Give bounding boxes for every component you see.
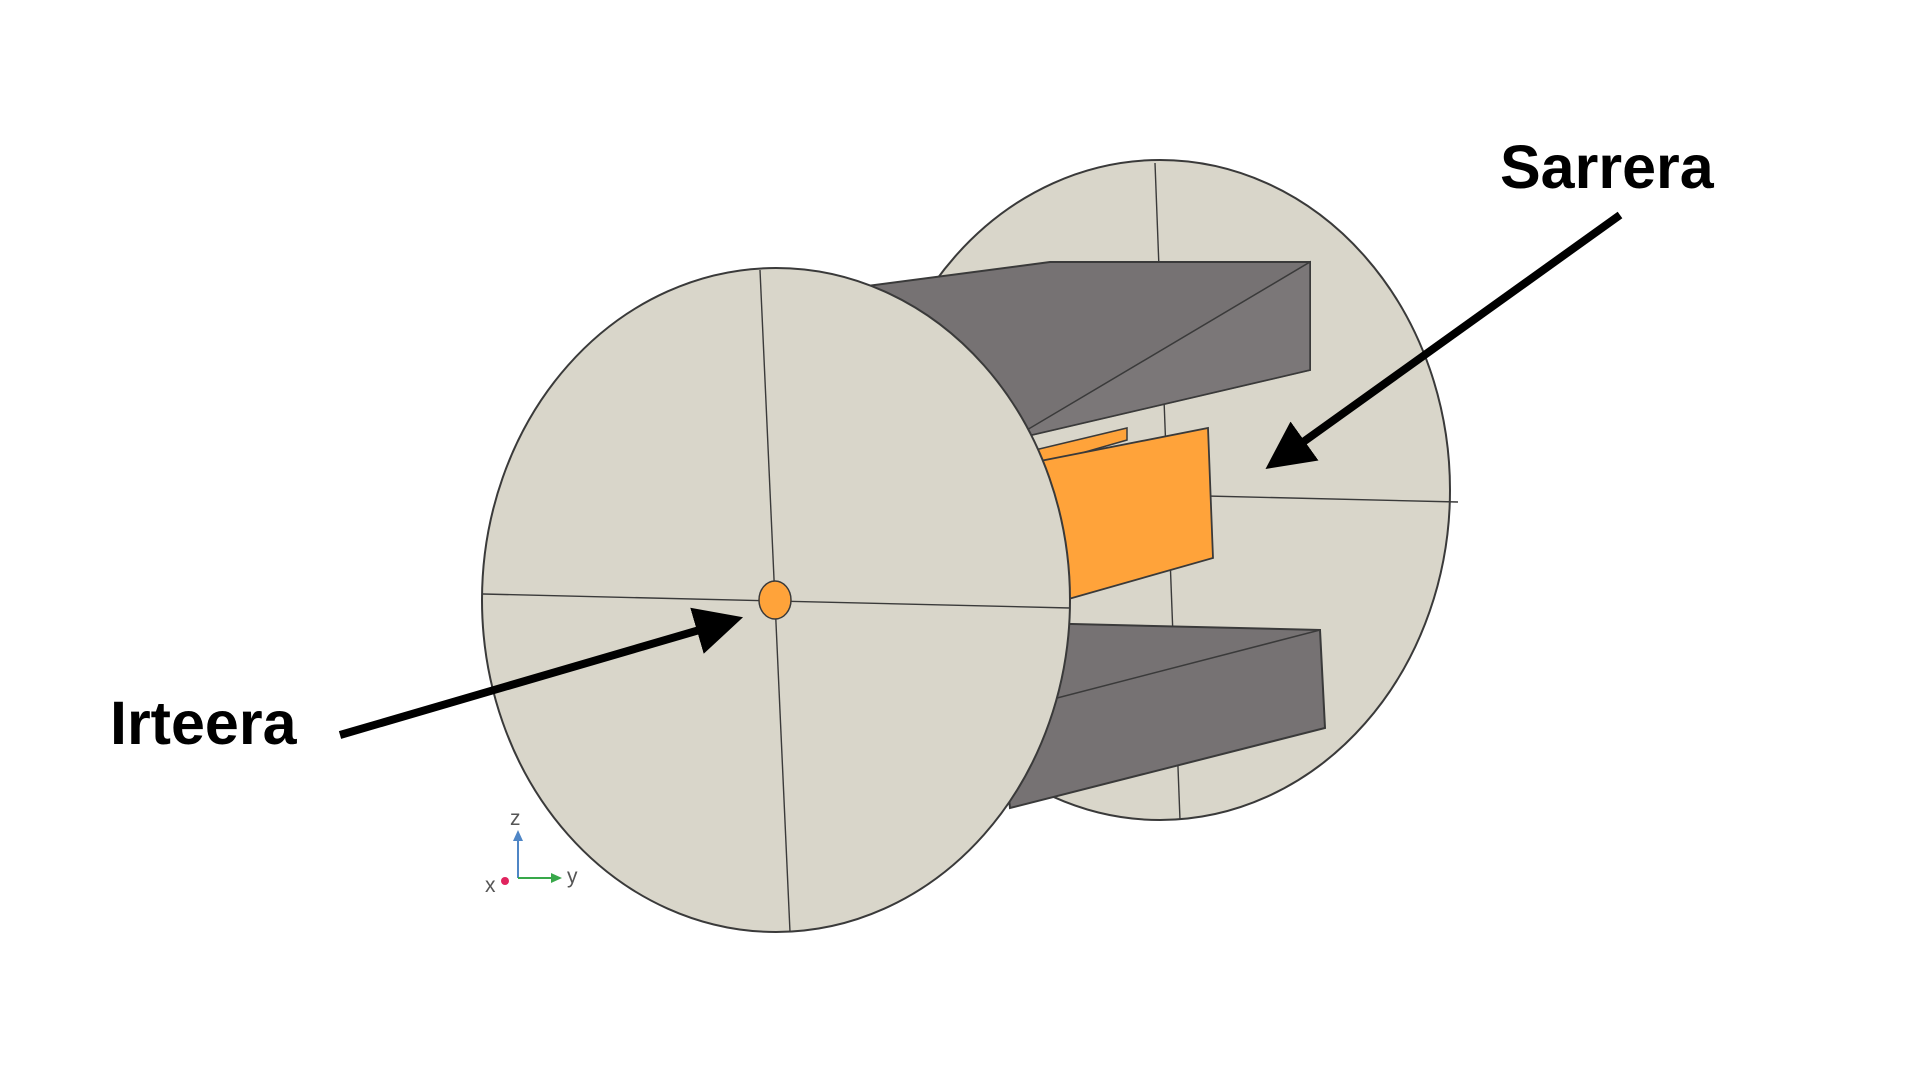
axis-y-label: y [567, 865, 578, 888]
outlet-port-icon [758, 580, 792, 620]
front-disk [481, 267, 1071, 933]
orange-plate [1033, 426, 1214, 602]
outlet-label: Sarrera [1500, 133, 1715, 201]
inlet-arrow [338, 607, 744, 739]
axis-triad: z y x [485, 807, 578, 897]
axis-x-label: x [485, 874, 496, 897]
inlet-label: Irteera [110, 689, 298, 757]
back-disk-horizontal-line [1164, 494, 1459, 503]
outlet-arrow [1265, 211, 1623, 469]
axis-z-label: z [510, 807, 521, 830]
